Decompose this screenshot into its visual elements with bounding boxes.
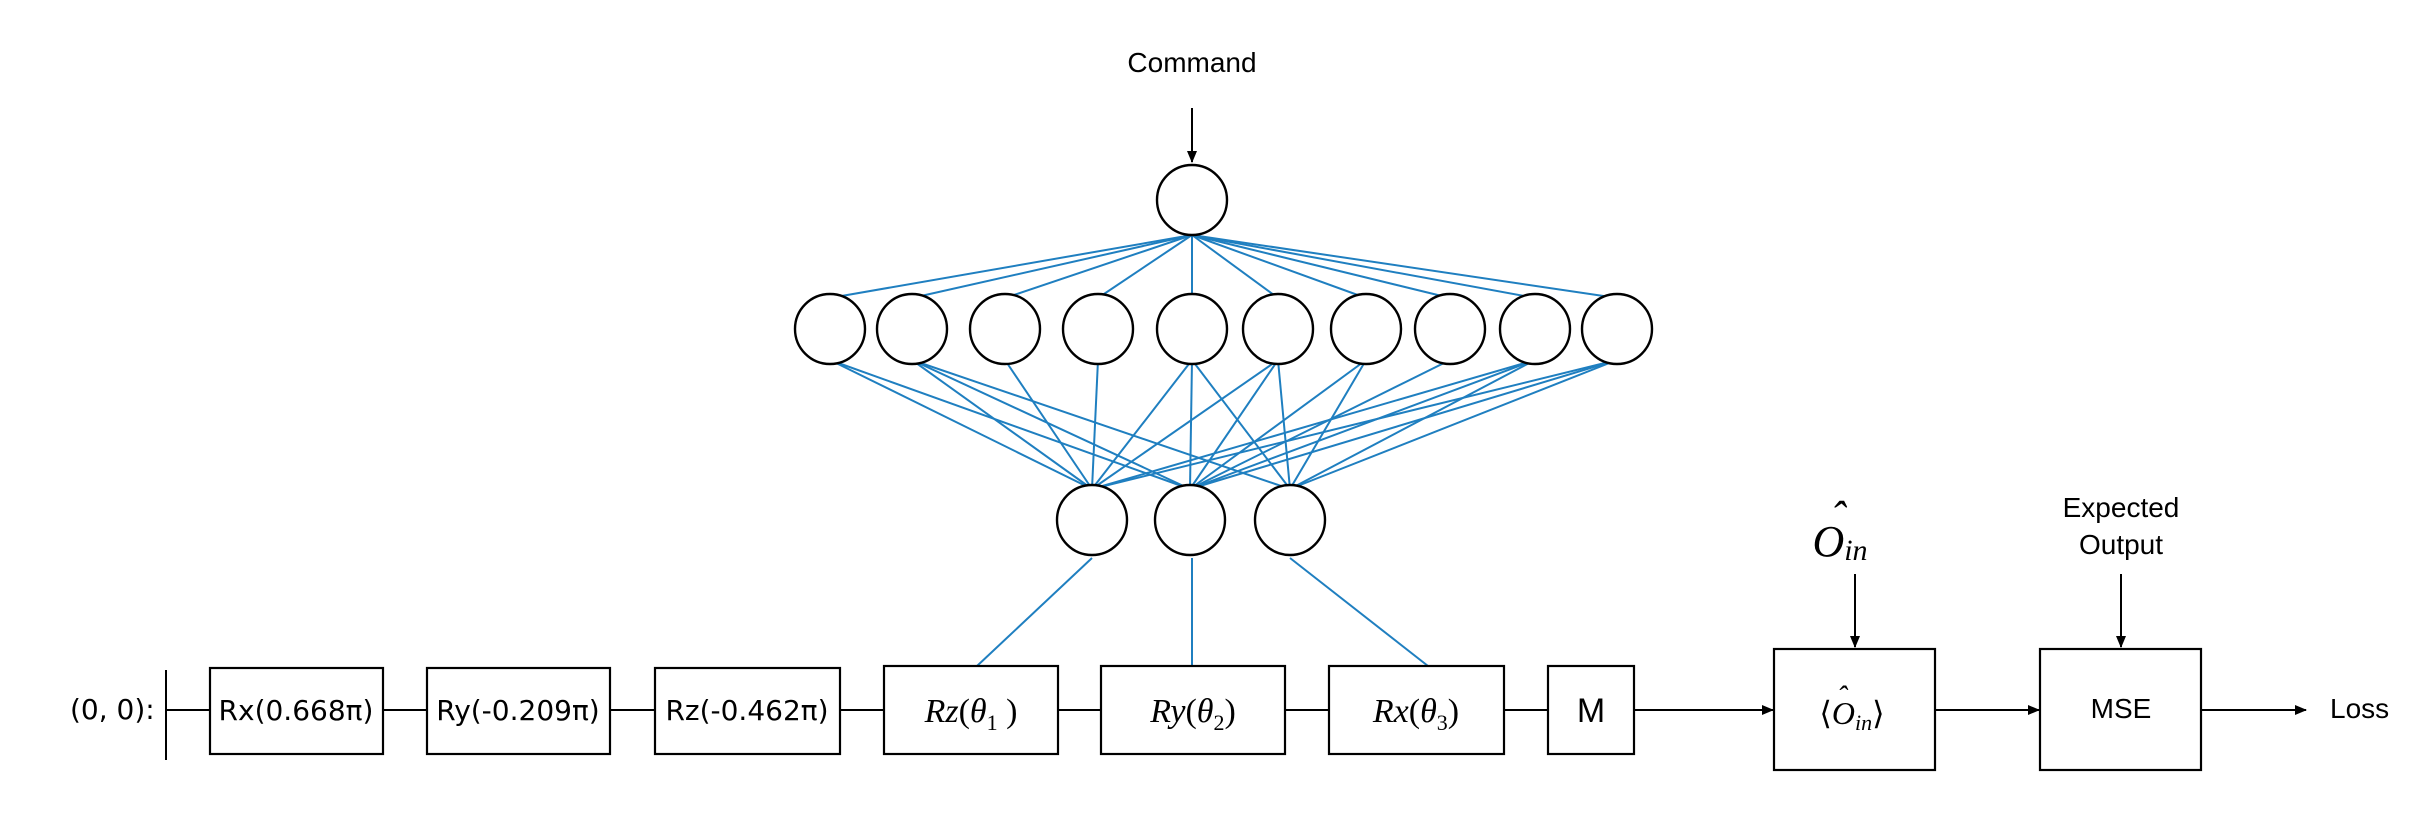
edge-hidden-6-output-2: [1189, 359, 1279, 490]
edge-hidden-5-output-1: [1091, 359, 1193, 490]
edge-input-hidden-1: [829, 234, 1193, 299]
measurement-gate[interactable]: [1546, 664, 1636, 756]
hidden-neuron-4: [1061, 292, 1135, 366]
mse-box[interactable]: [2038, 647, 2203, 772]
edge-hidden-3-output-1: [1004, 359, 1093, 490]
edge-input-hidden-6: [1191, 234, 1279, 299]
edge-hidden-4-output-1: [1091, 359, 1099, 490]
hidden-neuron-1: [793, 292, 867, 366]
edge-hidden-8-output-2: [1189, 359, 1451, 490]
output-neuron-2: [1153, 483, 1227, 557]
output-neuron-1: [1055, 483, 1129, 557]
gate-ry-theta2[interactable]: [1099, 664, 1287, 756]
hidden-neuron-2: [875, 292, 949, 366]
edge-hidden-5-output-2: [1189, 359, 1193, 490]
edge-hidden-2-output-3: [911, 359, 1291, 490]
hidden-neuron-3: [968, 292, 1042, 366]
expectation-hat: ˆ: [1837, 680, 1849, 713]
expectation-box[interactable]: [1772, 647, 1937, 772]
measurement-label: M: [1577, 692, 1605, 730]
loss-label: Loss: [2330, 693, 2389, 724]
edge-input-hidden-3: [1004, 234, 1193, 299]
edge-input-hidden-9: [1191, 234, 1536, 299]
hidden-neuron-5: [1155, 292, 1229, 366]
gate-ry-encoding[interactable]: [425, 666, 612, 756]
gate-ry-theta2-label: Ry(θ2): [1149, 693, 1236, 735]
edge-hidden-9-output-2: [1189, 359, 1536, 490]
input-state-label: (0, 0):: [70, 693, 155, 726]
gate-rz-theta1[interactable]: [882, 664, 1060, 756]
edge-hidden-10-output-3: [1289, 359, 1618, 490]
control-edge-1: [976, 557, 1093, 667]
hidden-neuron-8: [1413, 292, 1487, 366]
gate-rz-encoding-label: Rz(-0.462π): [665, 694, 828, 727]
edge-input-hidden-4: [1097, 234, 1193, 299]
edge-hidden-9-output-3: [1289, 359, 1536, 490]
hidden-neuron-9: [1498, 292, 1572, 366]
edge-hidden-2-output-2: [911, 359, 1191, 490]
gate-rz-encoding[interactable]: [653, 666, 842, 756]
output-neuron-3: [1253, 483, 1327, 557]
expectation-label: ⟨Oin⟩: [1819, 695, 1884, 735]
edge-input-hidden-8: [1191, 234, 1451, 299]
edge-input-hidden-2: [911, 234, 1193, 299]
edge-input-hidden-7: [1191, 234, 1367, 299]
edge-hidden-9-output-1: [1091, 359, 1536, 490]
control-edge-3: [1289, 557, 1429, 667]
gate-rz-theta1-label: Rz(θ1 ): [924, 693, 1018, 735]
hidden-neuron-10: [1580, 292, 1654, 366]
mse-label: MSE: [2091, 693, 2152, 724]
command-label: Command: [1127, 47, 1256, 78]
gate-rx-theta3-label: Rx(θ3): [1372, 693, 1459, 735]
input-neuron: [1155, 163, 1229, 237]
gate-ry-encoding-label: Ry(-0.209π): [436, 694, 599, 727]
hidden-neuron-6: [1241, 292, 1315, 366]
edge-hidden-7-output-2: [1189, 359, 1367, 490]
edge-hidden-7-output-3: [1289, 359, 1367, 490]
edge-hidden-10-output-2: [1189, 359, 1618, 490]
edge-hidden-5-output-3: [1191, 359, 1291, 490]
edge-hidden-2-output-1: [911, 359, 1093, 490]
hidden-neuron-7: [1329, 292, 1403, 366]
observable-hat: ˆ: [1831, 493, 1848, 542]
edge-hidden-6-output-1: [1091, 359, 1279, 490]
gate-rx-encoding-label: Rx(0.668π): [219, 694, 374, 727]
edge-hidden-6-output-3: [1277, 359, 1291, 490]
edge-hidden-1-output-2: [829, 359, 1191, 490]
network-edges: [829, 234, 1618, 490]
observable-label: Oin: [1812, 517, 1867, 567]
edge-hidden-1-output-1: [829, 359, 1093, 490]
gate-rx-encoding[interactable]: [208, 666, 385, 756]
edge-input-hidden-10: [1191, 234, 1618, 299]
edge-hidden-10-output-1: [1091, 359, 1618, 490]
gate-rx-theta3[interactable]: [1327, 664, 1506, 756]
network-nodes: [793, 163, 1654, 557]
